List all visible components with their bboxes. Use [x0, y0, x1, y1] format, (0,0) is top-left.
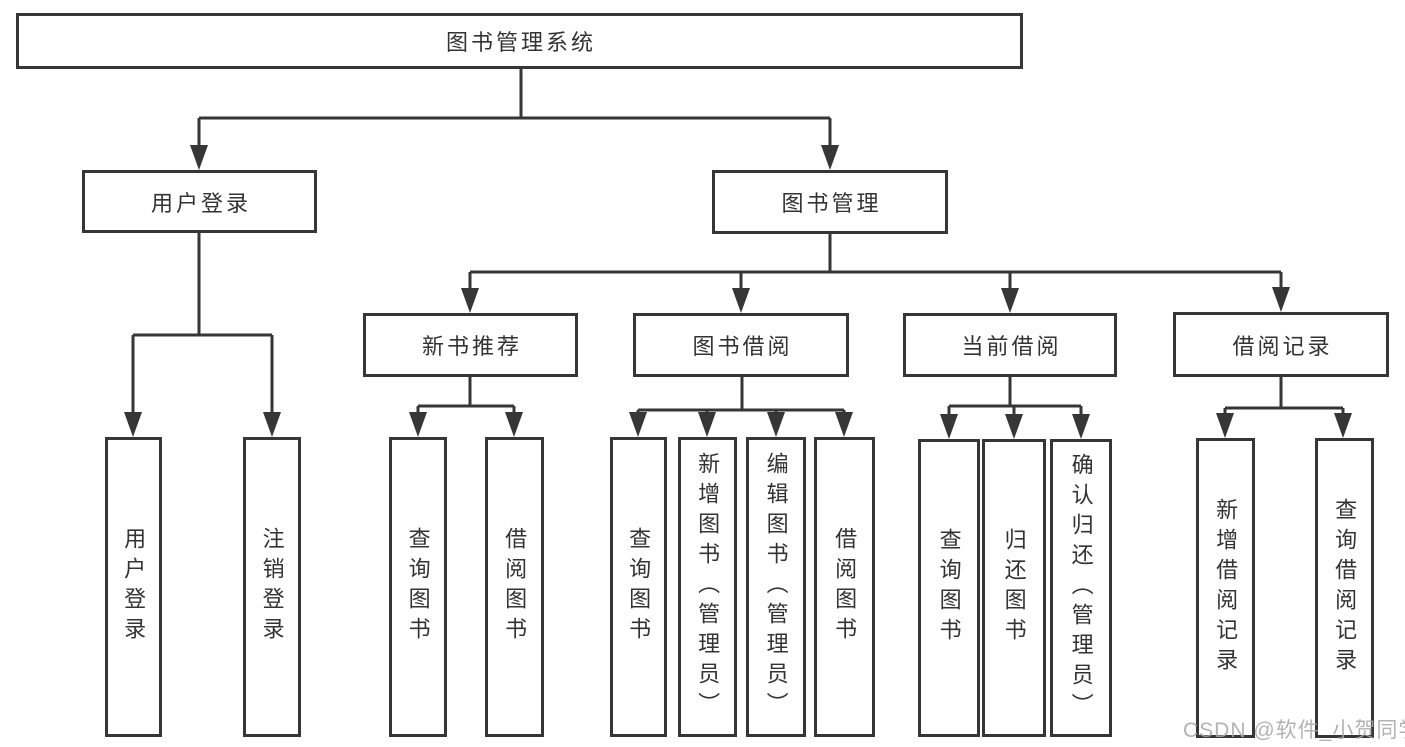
node-user-login: 用户登录 [82, 170, 317, 233]
node-root-system: 图书管理系统 [16, 13, 1023, 69]
leaf-add-borrow-record-label: 新增借阅记录 [1213, 498, 1239, 678]
node-book-borrow-label: 图书借阅 [692, 334, 793, 359]
leaf-recommend-borrow-book-label: 借阅图书 [502, 527, 528, 647]
connector-book-mgmt-to-level3 [468, 234, 1283, 290]
node-book-management-label: 图书管理 [781, 191, 882, 216]
leaf-borrow-query-book-label: 查询图书 [626, 527, 652, 647]
node-root-label: 图书管理系统 [445, 30, 596, 55]
leaf-borrow-book: 借阅图书 [814, 437, 875, 737]
leaf-edit-book-admin: 编辑图书（管理员） [746, 437, 806, 737]
node-current-borrow: 当前借阅 [903, 313, 1117, 377]
leaf-user-login-label: 用户登录 [121, 527, 147, 647]
connector-new-book-rec-to-children [416, 377, 516, 414]
node-borrow-record: 借阅记录 [1173, 312, 1389, 377]
leaf-recommend-query-book: 查询图书 [389, 437, 447, 737]
leaf-query-borrow-record: 查询借阅记录 [1315, 438, 1374, 738]
leaf-add-book-admin: 新增图书（管理员） [678, 437, 737, 737]
connector-user-login-to-children [131, 233, 274, 414]
node-book-borrow: 图书借阅 [633, 313, 849, 377]
leaf-add-book-admin-label: 新增图书（管理员） [695, 452, 721, 722]
leaf-confirm-return-admin: 确认归还（管理员） [1050, 439, 1112, 737]
leaf-borrow-query-book: 查询图书 [610, 437, 667, 737]
node-user-login-label: 用户登录 [150, 190, 251, 216]
leaf-return-book: 归还图书 [982, 439, 1046, 737]
leaf-current-query-book-label: 查询图书 [936, 528, 962, 648]
connector-current-borrow-to-children [947, 377, 1083, 416]
node-book-management: 图书管理 [712, 170, 948, 234]
connector-root-to-level2 [197, 69, 832, 148]
node-borrow-record-label: 借阅记录 [1232, 333, 1333, 359]
node-new-book-recommend-label: 新书推荐 [421, 334, 522, 359]
csdn-watermark: CSDN @软件_小贺同学 [1183, 719, 1405, 742]
connector-borrow-record-to-children [1223, 377, 1345, 415]
leaf-recommend-borrow-book: 借阅图书 [485, 437, 544, 737]
leaf-user-login: 用户登录 [105, 437, 162, 737]
node-current-borrow-label: 当前借阅 [961, 334, 1062, 359]
leaf-edit-book-admin-label: 编辑图书（管理员） [763, 452, 789, 722]
node-new-book-recommend: 新书推荐 [363, 313, 578, 377]
leaf-query-borrow-record-label: 查询借阅记录 [1332, 498, 1358, 678]
leaf-borrow-book-label: 借阅图书 [832, 527, 858, 647]
leaf-add-borrow-record: 新增借阅记录 [1196, 438, 1255, 738]
leaf-return-book-label: 归还图书 [1001, 528, 1027, 648]
connector-book-borrow-to-children [636, 377, 846, 415]
leaf-confirm-return-admin-label: 确认归还（管理员） [1068, 453, 1094, 723]
leaf-recommend-query-book-label: 查询图书 [405, 527, 431, 647]
leaf-logout-label: 注销登录 [259, 527, 285, 647]
leaf-current-query-book: 查询图书 [918, 439, 980, 737]
leaf-logout: 注销登录 [243, 437, 301, 737]
